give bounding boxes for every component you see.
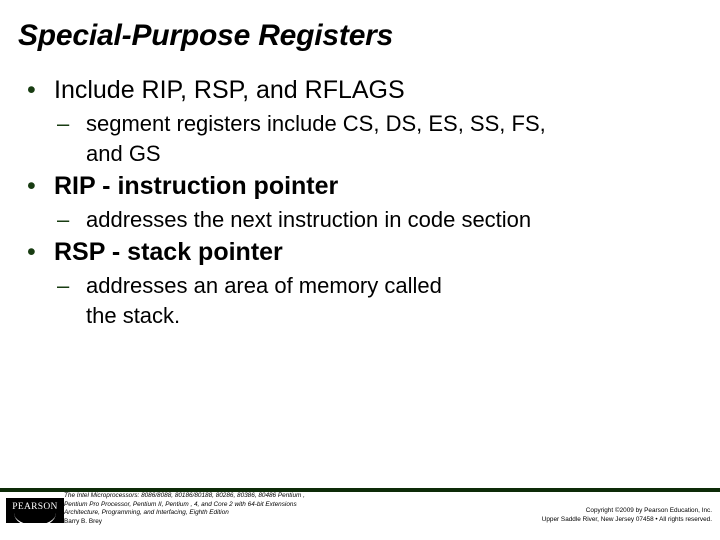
sub-bullet-text-continuation: and GS	[86, 141, 161, 166]
book-author-line: Barry B. Brey	[64, 517, 102, 525]
bullet-dot-icon: •	[27, 238, 36, 266]
book-credit-line: Pentium Pro Processor, Pentium II, Penti…	[64, 500, 297, 508]
sub-bullet-item: – addresses the next instruction in code…	[0, 205, 720, 235]
bullet-text: Include RIP, RSP, and RFLAGS	[54, 76, 405, 104]
bullet-item: • RSP - stack pointer	[0, 236, 720, 269]
dash-icon: –	[57, 273, 70, 298]
bullet-text: RSP - stack pointer	[54, 238, 283, 266]
slide-footer: PEARSON The Intel Microprocessors: 8086/…	[0, 492, 720, 540]
sub-bullet-text: segment registers include CS, DS, ES, SS…	[86, 111, 546, 136]
pearson-arc-icon	[14, 513, 56, 523]
book-credit: The Intel Microprocessors: 8086/8088, 80…	[64, 492, 374, 526]
bullet-dot-icon: •	[27, 76, 36, 104]
sub-bullet-item: – addresses an area of memory called the…	[0, 271, 720, 331]
page-title: Special-Purpose Registers	[18, 19, 394, 52]
footer-divider	[0, 488, 720, 492]
sub-bullet-text: addresses the next instruction in code s…	[86, 207, 532, 232]
dash-icon: –	[57, 111, 70, 136]
dash-icon: –	[57, 207, 70, 232]
bullet-dot-icon: •	[27, 172, 36, 200]
bullet-item: • Include RIP, RSP, and RFLAGS	[0, 74, 720, 107]
bullet-text: RIP - instruction pointer	[54, 172, 339, 200]
copyright-line: Copyright ©2009 by Pearson Education, In…	[585, 507, 712, 514]
sub-bullet-text-continuation: the stack.	[86, 303, 181, 328]
pearson-logo: PEARSON	[6, 498, 64, 523]
pearson-wordmark: PEARSON	[12, 502, 58, 512]
sub-bullet-text: addresses an area of memory called	[86, 273, 442, 298]
book-credit-line: Architecture, Programming, and Interfaci…	[64, 509, 229, 517]
slide-body: • Include RIP, RSP, and RFLAGS – segment…	[0, 74, 720, 332]
copyright-notice: Copyright ©2009 by Pearson Education, In…	[422, 506, 712, 524]
book-credit-line: The Intel Microprocessors: 8086/8088, 80…	[64, 492, 305, 499]
sub-bullet-item: – segment registers include CS, DS, ES, …	[0, 109, 720, 169]
copyright-line: Upper Saddle River, New Jersey 07458 • A…	[541, 516, 712, 523]
bullet-item: • RIP - instruction pointer	[0, 170, 720, 203]
